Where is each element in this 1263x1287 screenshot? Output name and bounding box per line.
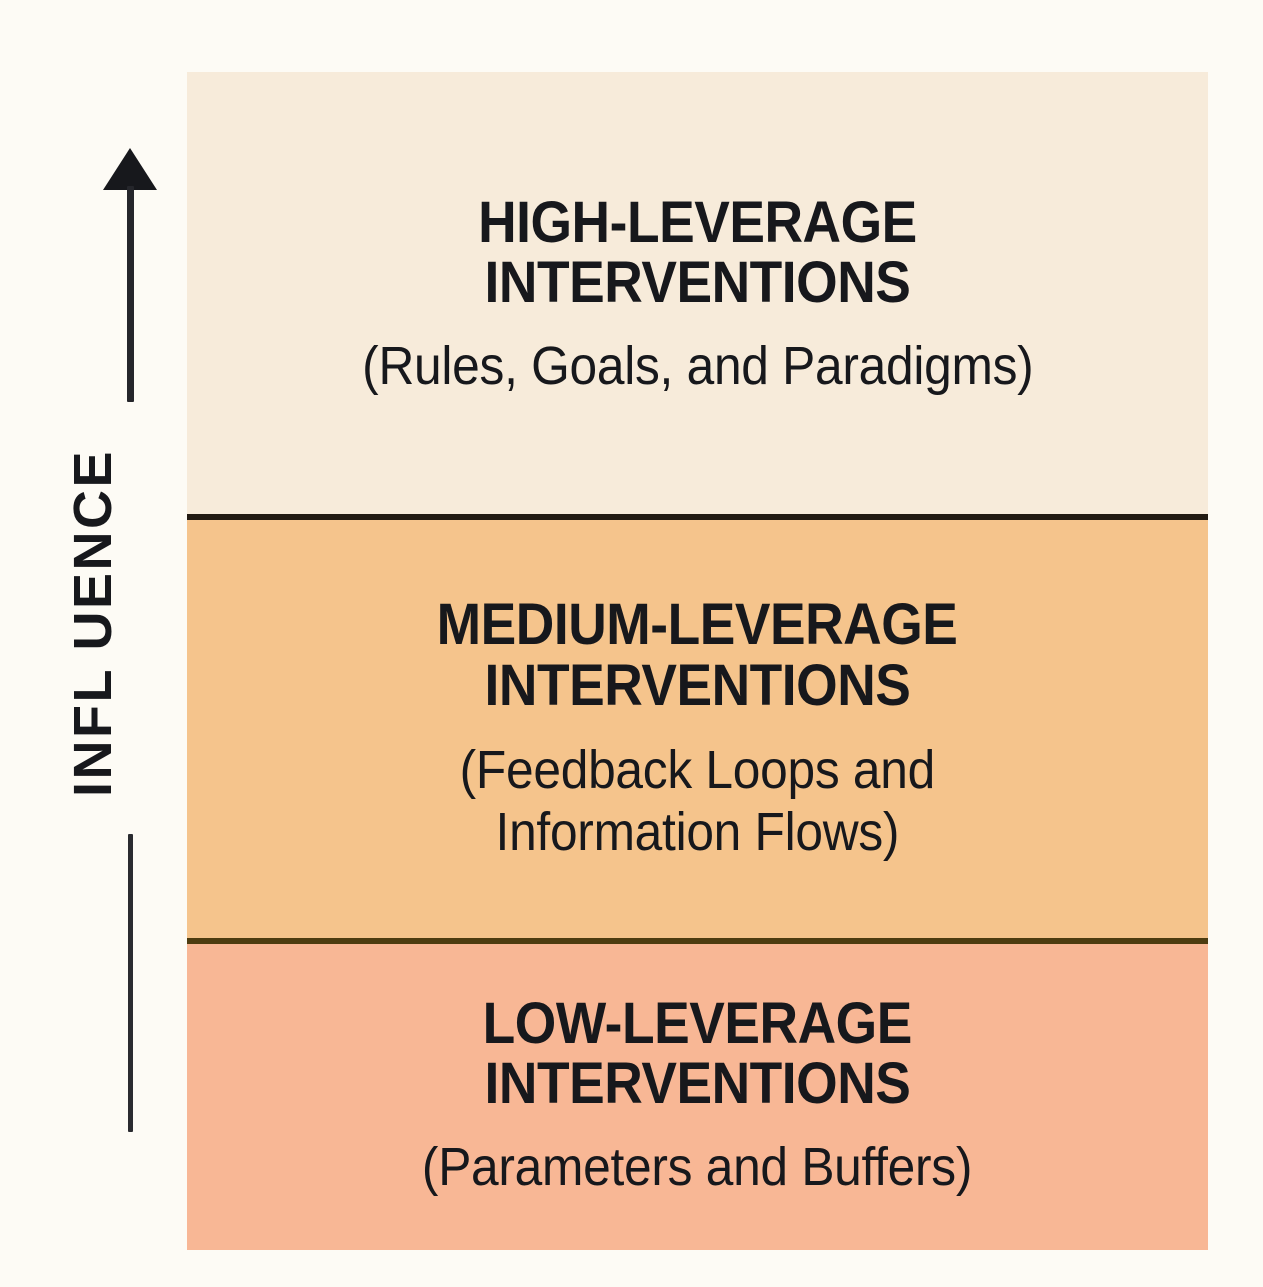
band-medium-subtitle-line1: (Feedback Loops and bbox=[459, 739, 936, 800]
band-high-leverage: HIGH-LEVERAGE INTERVENTIONS (Rules, Goal… bbox=[187, 72, 1208, 517]
leverage-bands-panel: HIGH-LEVERAGE INTERVENTIONS (Rules, Goal… bbox=[187, 72, 1208, 1250]
up-arrow-icon bbox=[103, 148, 157, 190]
band-medium-subtitle-line2: Information Flows) bbox=[495, 802, 900, 863]
band-low-title-line2: INTERVENTIONS bbox=[484, 1051, 911, 1117]
band-high-subtitle-line1: (Rules, Goals, and Paradigms) bbox=[361, 335, 1034, 396]
band-high-title-line1: HIGH-LEVERAGE bbox=[478, 189, 917, 255]
band-low-leverage: LOW-LEVERAGE INTERVENTIONS (Parameters a… bbox=[187, 938, 1208, 1250]
band-high-title-line2: INTERVENTIONS bbox=[484, 250, 911, 316]
band-low-subtitle-line1: (Parameters and Buffers) bbox=[422, 1136, 973, 1197]
divider-high-medium bbox=[187, 514, 1208, 520]
band-medium-title-line1: MEDIUM-LEVERAGE bbox=[437, 592, 958, 658]
band-medium-title-line2: INTERVENTIONS bbox=[484, 652, 911, 718]
band-low-title-line1: LOW-LEVERAGE bbox=[482, 990, 913, 1056]
axis-baseline bbox=[128, 834, 133, 1132]
divider-medium-low bbox=[187, 938, 1208, 944]
axis-arrow-shaft bbox=[127, 186, 134, 402]
influence-axis: INFL UENCE bbox=[0, 0, 187, 1287]
band-medium-leverage: MEDIUM-LEVERAGE INTERVENTIONS (Feedback … bbox=[187, 514, 1208, 941]
axis-label-container: INFL UENCE bbox=[0, 415, 187, 830]
axis-label-influence: INFL UENCE bbox=[63, 448, 124, 797]
